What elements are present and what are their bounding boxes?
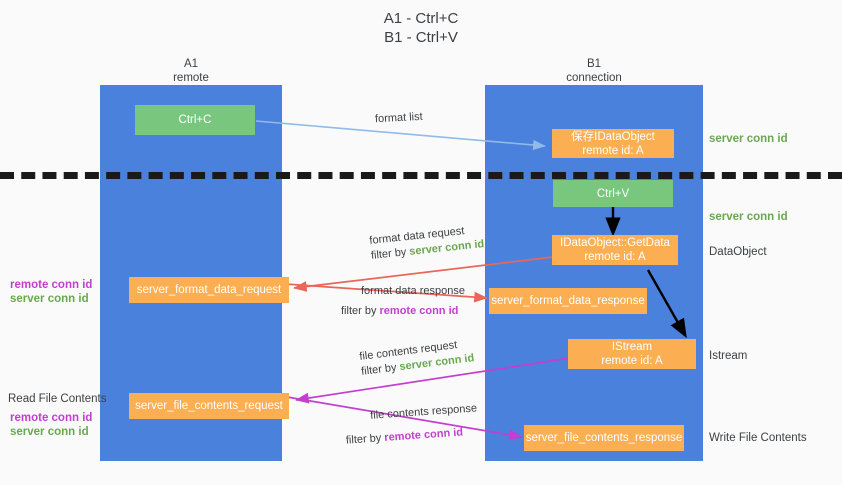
- node-istream-remote-id: remote id: A: [601, 355, 663, 367]
- column-header-b1: B1 connection: [485, 57, 703, 85]
- edge-label-format-list-text: format list: [374, 110, 423, 126]
- edge-label-format-list: format list: [375, 110, 423, 127]
- label-read-file-contents: Read File Contents: [8, 393, 107, 405]
- node-istream-label: IStream: [611, 341, 653, 353]
- label-remote-conn-id-1: remote conn id: [10, 279, 93, 291]
- label-server-conn-id-top: server conn id: [709, 133, 788, 145]
- node-server-format-data-response-label: server_format_data_response: [491, 295, 645, 307]
- edge-label-format-data-response-filter: filter by remote conn id: [341, 304, 465, 319]
- page-title: A1 - Ctrl+C B1 - Ctrl+V: [383, 10, 459, 46]
- node-idataobject-getdata-label: IDataObject::GetData: [560, 237, 670, 249]
- edge-label-file-contents-response-filter-value: remote conn id: [383, 426, 464, 444]
- node-server-file-contents-request-label: server_file_contents_request: [135, 400, 283, 412]
- edge-label-file-contents-request-filter-prefix: filter by: [360, 361, 401, 378]
- column-header-a1-name: A1: [183, 58, 199, 70]
- node-idataobject-getdata-remote-id: remote id: A: [584, 251, 646, 263]
- node-ctrl-v-label: Ctrl+V: [596, 187, 630, 200]
- edge-label-format-data-request: format data request filter by server con…: [369, 222, 485, 264]
- edge-label-format-data-response-line1: format data response: [361, 285, 465, 297]
- node-server-file-contents-request[interactable]: server_file_contents_request: [129, 393, 289, 419]
- edge-label-file-contents-request: file contents request filter by server c…: [359, 336, 476, 380]
- label-server-conn-id-2: server conn id: [10, 426, 89, 438]
- edge-label-file-contents-response: file contents response filter by remote …: [344, 401, 479, 448]
- phase-divider: [0, 172, 842, 179]
- edge-label-file-contents-response-line1: file contents response: [369, 402, 478, 422]
- node-istream[interactable]: IStream remote id: A: [568, 339, 696, 369]
- node-idataobject-getdata[interactable]: IDataObject::GetData remote id: A: [552, 235, 678, 265]
- label-server-conn-id-mid: server conn id: [709, 211, 788, 223]
- edge-label-format-data-response-filter-prefix: filter by: [341, 305, 380, 317]
- node-server-file-contents-response-label: server_file_contents_response: [525, 432, 683, 444]
- label-remote-conn-id-2: remote conn id: [10, 412, 93, 424]
- column-header-b1-sub: connection: [566, 72, 622, 84]
- node-ctrl-c[interactable]: Ctrl+C: [135, 105, 255, 135]
- node-server-format-data-response[interactable]: server_format_data_response: [489, 288, 647, 314]
- label-istream: Istream: [709, 350, 748, 362]
- node-server-file-contents-response[interactable]: server_file_contents_response: [524, 425, 684, 451]
- column-header-a1-sub: remote: [173, 72, 209, 84]
- node-server-format-data-request[interactable]: server_format_data_request: [129, 277, 289, 303]
- label-write-file-contents: Write File Contents: [709, 432, 807, 444]
- label-dataobject: DataObject: [709, 246, 767, 258]
- node-ctrl-c-label: Ctrl+C: [178, 114, 212, 126]
- edge-label-format-data-response-filter-value: remote conn id: [379, 305, 459, 317]
- column-header-b1-name: B1: [586, 58, 602, 70]
- node-save-idataobject[interactable]: 保存IDataObject remote id: A: [552, 129, 674, 158]
- node-ctrl-v[interactable]: Ctrl+V: [553, 180, 673, 207]
- label-server-conn-id-1: server conn id: [10, 293, 89, 305]
- edge-label-file-contents-response-filter: filter by remote conn id: [345, 424, 479, 448]
- edge-label-format-data-response: format data response filter by remote co…: [341, 284, 465, 319]
- edge-label-file-contents-response-filter-prefix: filter by: [345, 431, 385, 447]
- column-header-a1: A1 remote: [100, 57, 282, 85]
- node-save-idataobject-label: 保存IDataObject: [571, 130, 655, 143]
- node-save-idataobject-remote-id: remote id: A: [582, 144, 644, 157]
- edge-label-format-data-request-filter-prefix: filter by: [370, 245, 410, 262]
- node-server-format-data-request-label: server_format_data_request: [136, 284, 282, 296]
